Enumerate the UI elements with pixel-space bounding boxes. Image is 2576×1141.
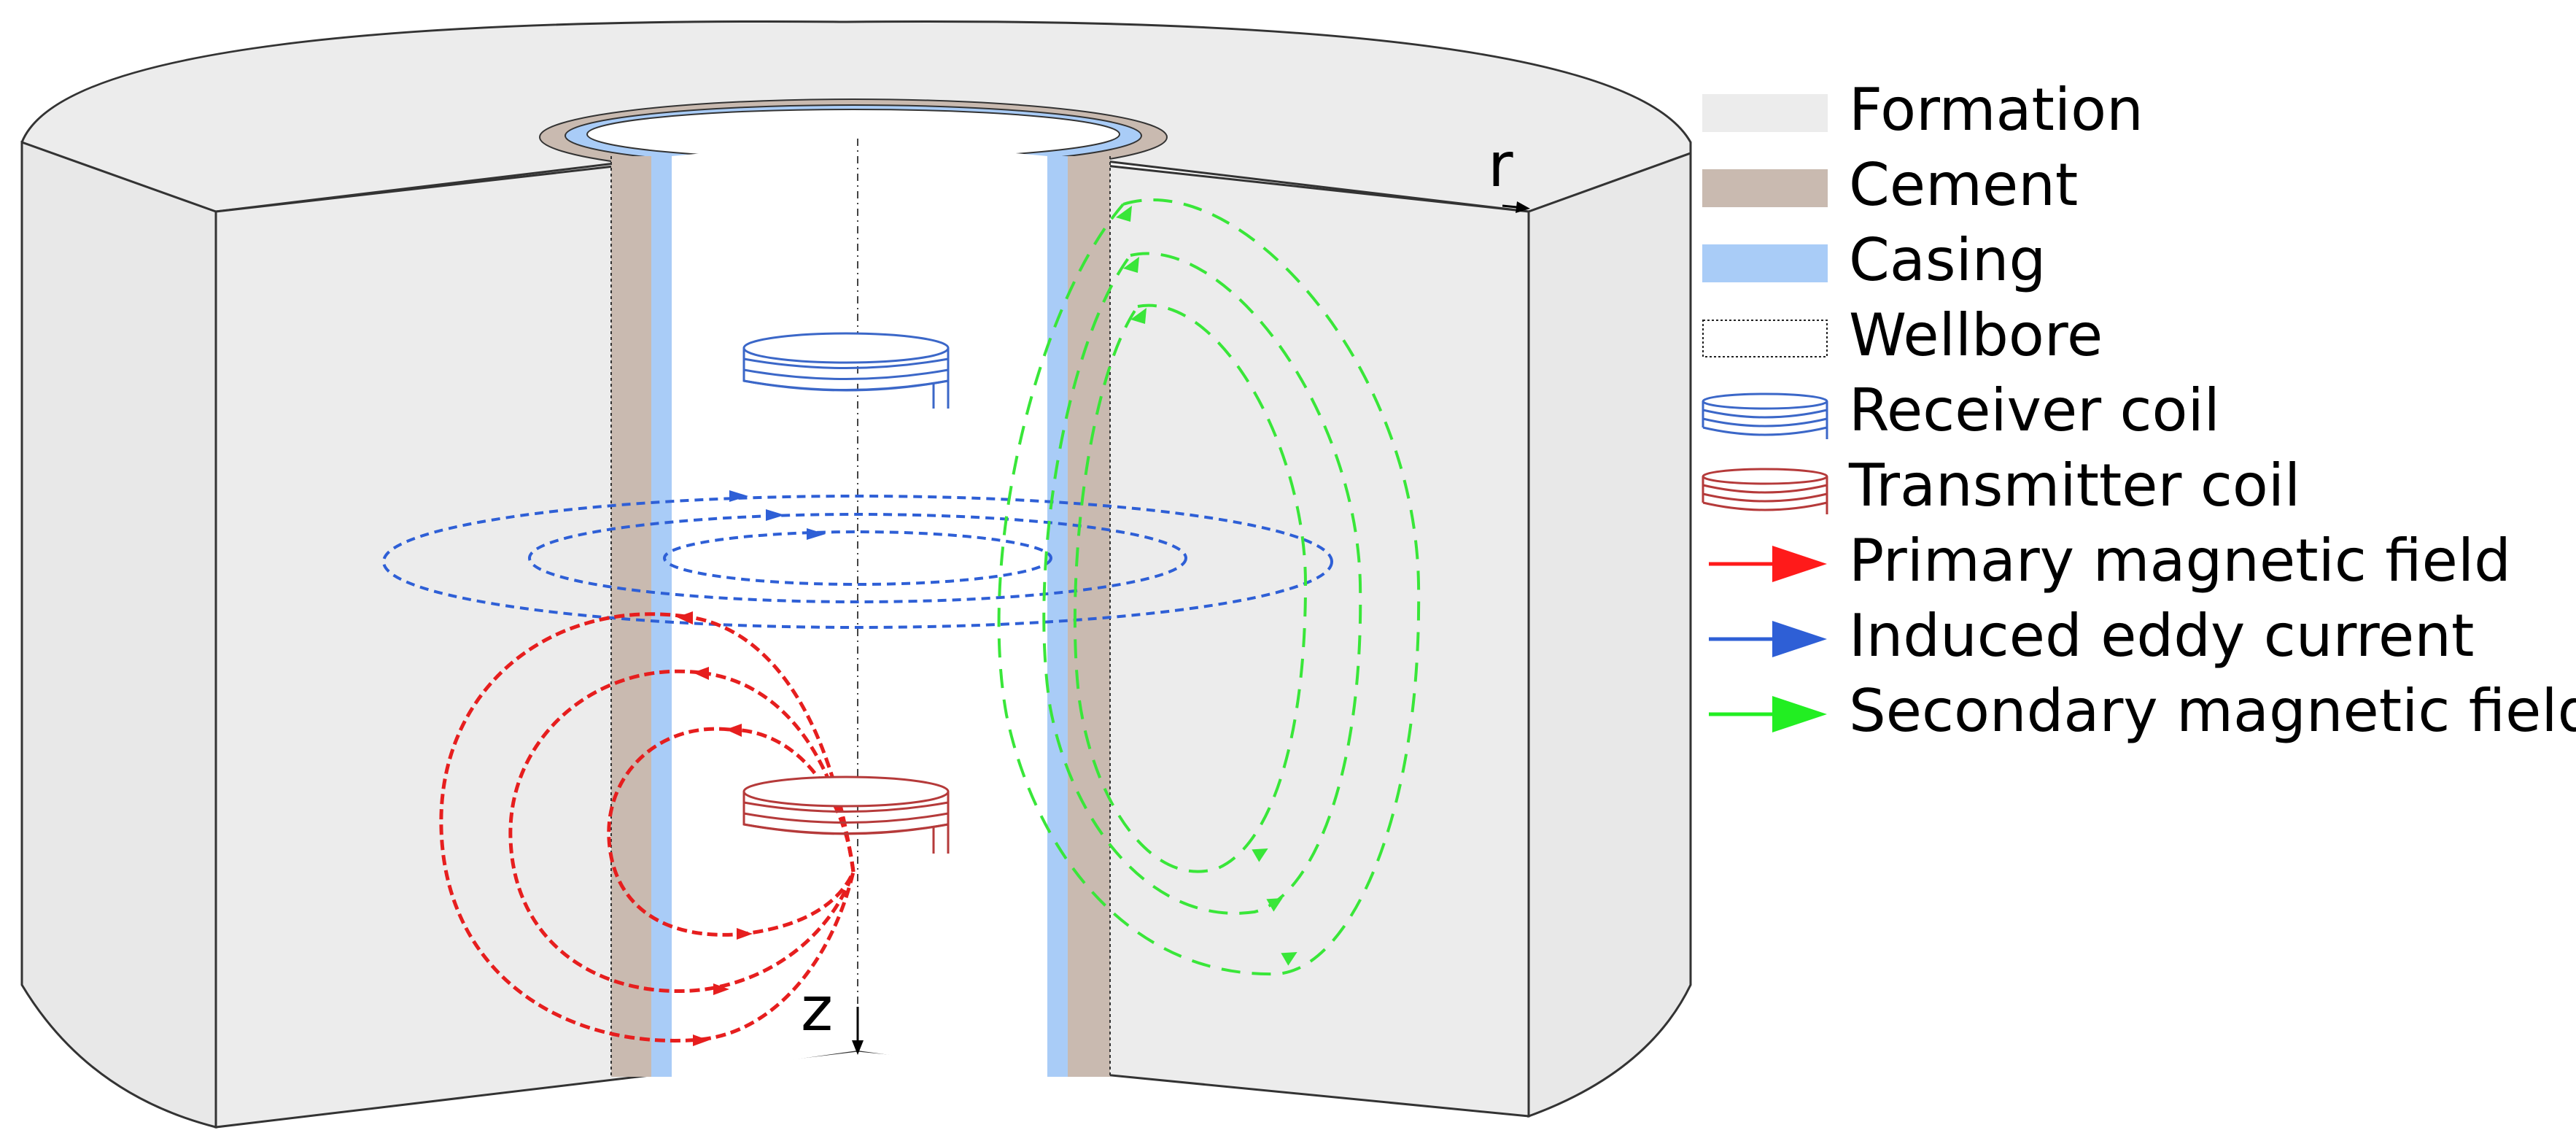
eddy-loop-outer: [382, 495, 1333, 629]
eddy-current-arrowheads: [729, 490, 826, 540]
legend-swatch-eddy-current: [1709, 621, 1827, 657]
primary-field-loops: [439, 612, 856, 1043]
receiver-coil: [742, 332, 950, 409]
secondary-field-arrowheads: [1116, 206, 1297, 966]
legend-item-casing: Casing: [1702, 226, 2046, 294]
legend-label-transmitter-coil: Transmitter coil: [1848, 452, 2300, 519]
legend-swatch-cement: [1702, 169, 1828, 207]
eddy-loop-middle: [528, 513, 1187, 603]
formation-right-wall: [1527, 151, 1692, 1118]
legend-item-primary-field: Primary magnetic field: [1709, 527, 2511, 595]
legend-swatch-formation: [1702, 94, 1828, 132]
transmitter-coil: [742, 776, 950, 854]
borehole-cut-right: [1047, 156, 1111, 1077]
legend-label-cement: Cement: [1849, 151, 2078, 219]
primary-loop-inner: [607, 727, 856, 937]
primary-loop-outer: [439, 612, 856, 1043]
legend-swatch-wellbore: [1702, 320, 1828, 357]
formation-left-wall: [20, 140, 217, 1129]
secondary-loop-outer: [997, 198, 1421, 976]
eddy-loop-inner: [663, 530, 1052, 586]
r-axis-label: r: [1488, 129, 1513, 201]
legend-swatch-secondary-field: [1709, 696, 1827, 732]
legend-swatch-casing: [1702, 244, 1828, 282]
legend-swatch-transmitter-coil: [1702, 468, 1828, 514]
r-axis: r: [1488, 129, 1530, 213]
legend-item-transmitter-coil: Transmitter coil: [1702, 452, 2300, 519]
legend-label-wellbore: Wellbore: [1849, 301, 2103, 369]
legend-item-eddy-current: Induced eddy current: [1709, 602, 2474, 670]
legend-swatch-receiver-coil: [1702, 392, 1828, 439]
primary-loop-middle: [508, 669, 856, 993]
legend-label-casing: Casing: [1849, 226, 2046, 294]
legend-label-primary-field: Primary magnetic field: [1849, 527, 2511, 595]
z-axis: z: [801, 973, 864, 1055]
legend-label-eddy-current: Induced eddy current: [1849, 602, 2474, 670]
legend-label-receiver-coil: Receiver coil: [1849, 376, 2220, 444]
legend-item-wellbore: Wellbore: [1702, 301, 2103, 369]
legend-item-receiver-coil: Receiver coil: [1702, 376, 2220, 444]
z-axis-label: z: [801, 973, 833, 1045]
secondary-loop-middle: [1042, 252, 1362, 915]
legend-label-formation: Formation: [1849, 76, 2144, 144]
casing-layer-right: [1047, 156, 1068, 1077]
legend-label-secondary-field: Secondary magnetic field: [1849, 677, 2576, 745]
secondary-field-loops: [997, 198, 1421, 976]
secondary-loop-inner: [1073, 303, 1308, 873]
eddy-current-loops: [382, 495, 1333, 629]
legend-item-cement: Cement: [1702, 151, 2078, 219]
primary-field-arrowheads: [677, 611, 753, 1046]
legend-item-formation: Formation: [1702, 76, 2144, 144]
legend-swatch-primary-field: [1709, 546, 1827, 582]
legend-item-secondary-field: Secondary magnetic field: [1709, 677, 2576, 745]
